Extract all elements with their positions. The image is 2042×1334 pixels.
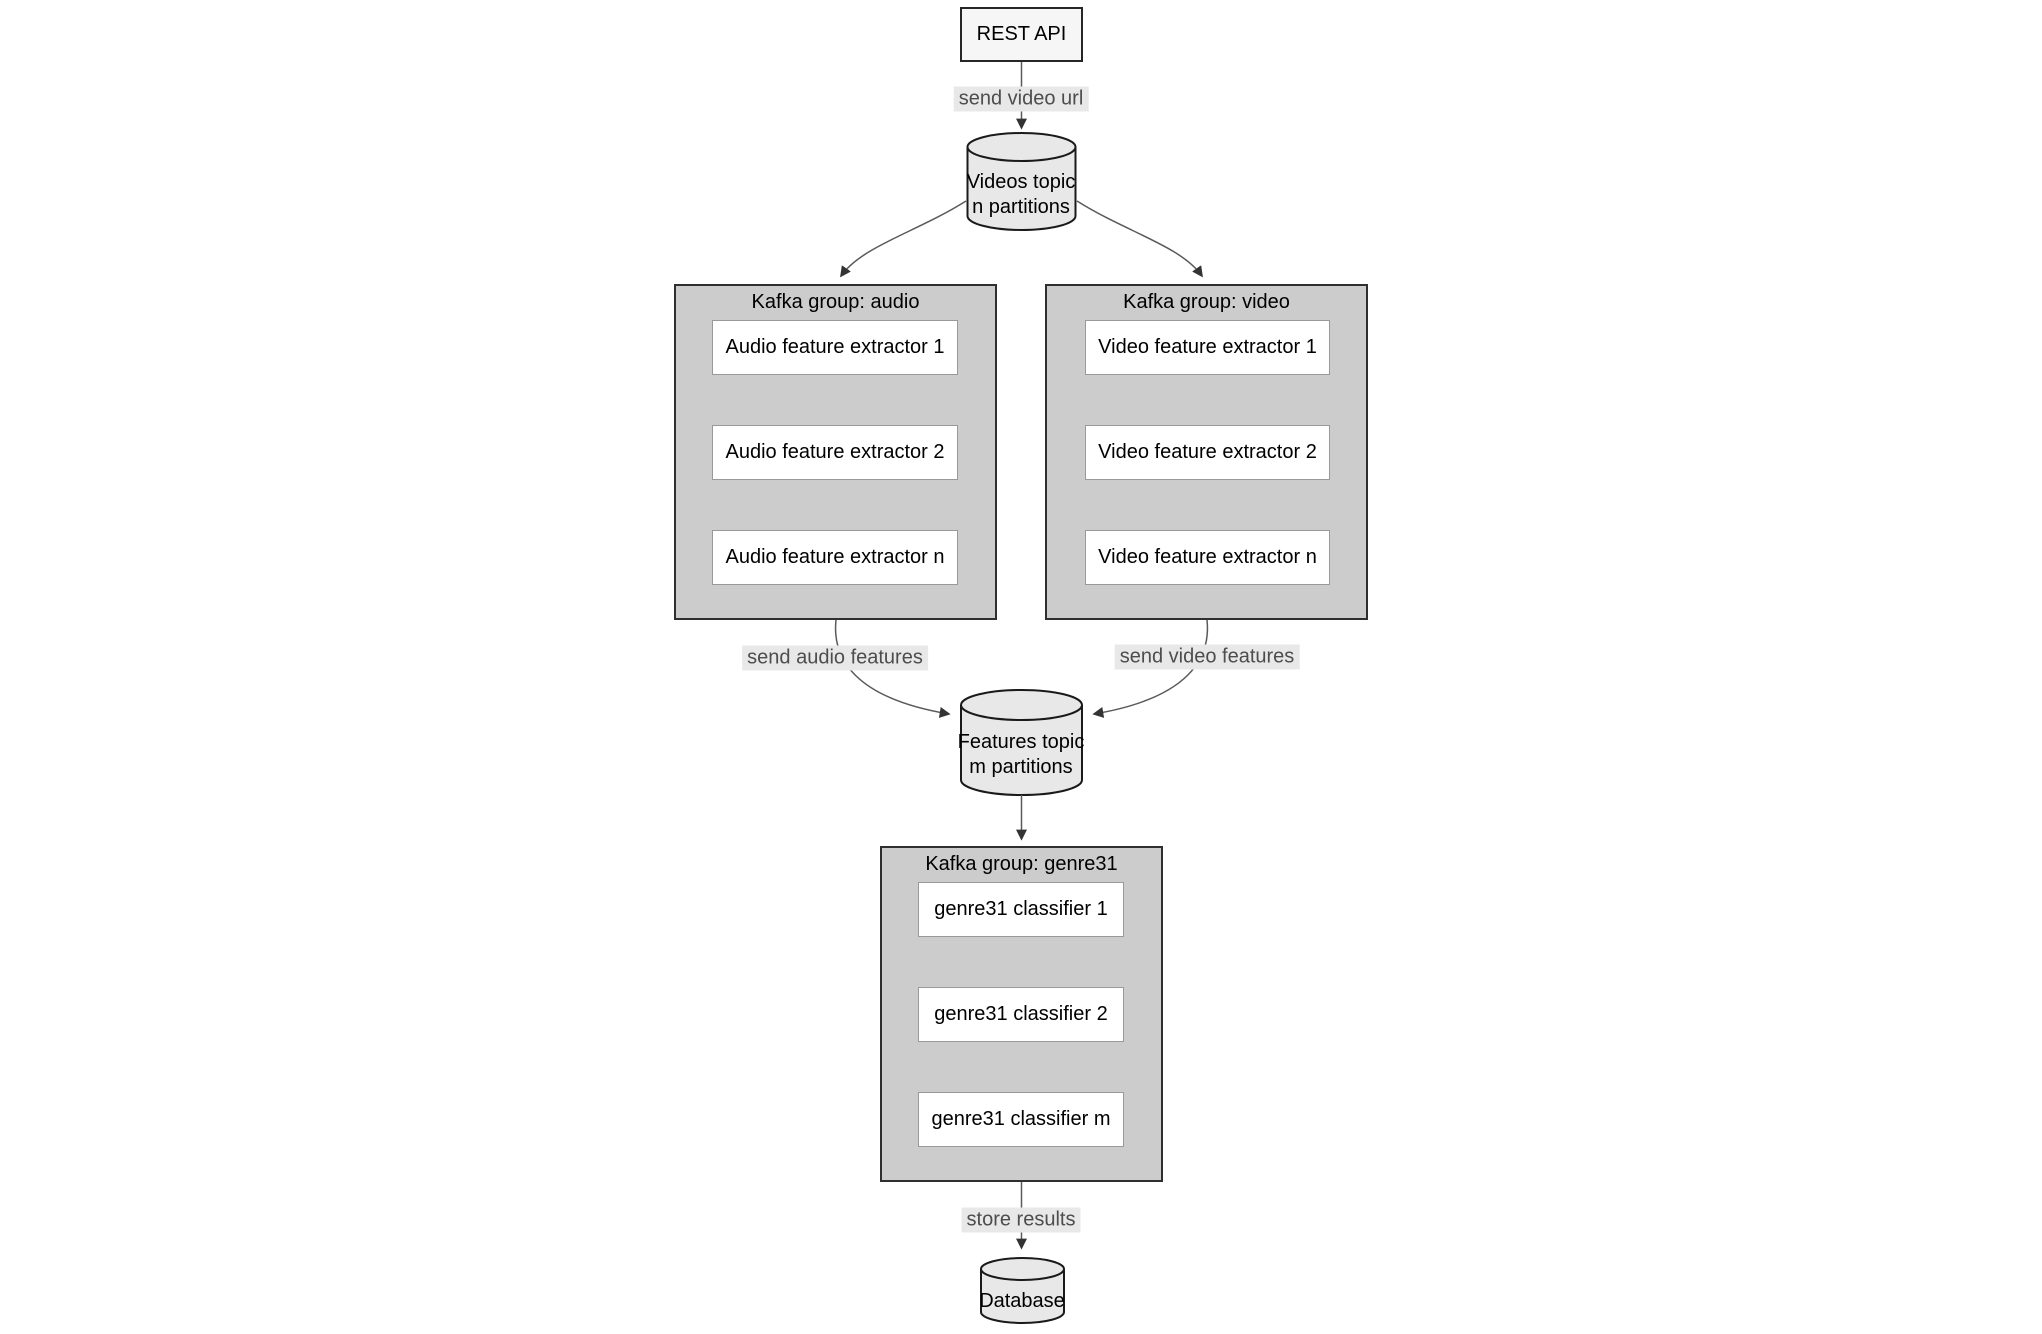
genre31-classifier-1-node: genre31 classifier 1	[918, 882, 1124, 937]
kafka-group-genre31-title: Kafka group: genre31	[925, 853, 1118, 875]
features-topic-label-line2: m partitions	[969, 756, 1073, 778]
kafka-group-genre31: Kafka group: genre31 genre31 classifier …	[880, 846, 1163, 1182]
edge-label-store-results: store results	[961, 1207, 1081, 1233]
video-feature-extractor-1-node: Video feature extractor 1	[1085, 320, 1330, 375]
kafka-group-audio: Kafka group: audio Audio feature extract…	[674, 284, 997, 620]
rest-api-node: REST API	[960, 7, 1083, 62]
audio-feature-extractor-2-node: Audio feature extractor 2	[712, 425, 958, 480]
edge-label-send-video-features: send video features	[1114, 644, 1300, 670]
database-label-text: Database	[979, 1290, 1065, 1312]
video-feature-extractor-n-node: Video feature extractor n	[1085, 530, 1330, 585]
kafka-group-video: Kafka group: video Video feature extract…	[1045, 284, 1368, 620]
genre31-classifier-m-node: genre31 classifier m	[918, 1092, 1124, 1147]
audio-feature-extractor-n-node: Audio feature extractor n	[712, 530, 958, 585]
kafka-group-video-title: Kafka group: video	[1123, 291, 1290, 313]
videos-topic-node: Videos topic n partitions	[967, 170, 1076, 220]
video-feature-extractor-2-node: Video feature extractor 2	[1085, 425, 1330, 480]
edge-label-send-audio-features: send audio features	[742, 645, 928, 671]
rest-api-label: REST API	[976, 23, 1067, 45]
videos-topic-label-line1: Videos topic	[966, 171, 1076, 193]
audio-feature-extractor-1-node: Audio feature extractor 1	[712, 320, 958, 375]
videos-topic-label-line2: n partitions	[972, 196, 1070, 218]
edge-videostopic-to-videogroup	[1076, 200, 1203, 278]
genre31-classifier-2-node: genre31 classifier 2	[918, 987, 1124, 1042]
features-topic-node: Features topic m partitions	[958, 730, 1085, 780]
database-node: Database	[979, 1289, 1065, 1314]
kafka-group-audio-title: Kafka group: audio	[751, 291, 920, 313]
edge-videostopic-to-audiogroup	[840, 200, 967, 278]
edge-label-send-video-url: send video url	[953, 86, 1089, 112]
features-topic-label-line1: Features topic	[957, 731, 1085, 753]
